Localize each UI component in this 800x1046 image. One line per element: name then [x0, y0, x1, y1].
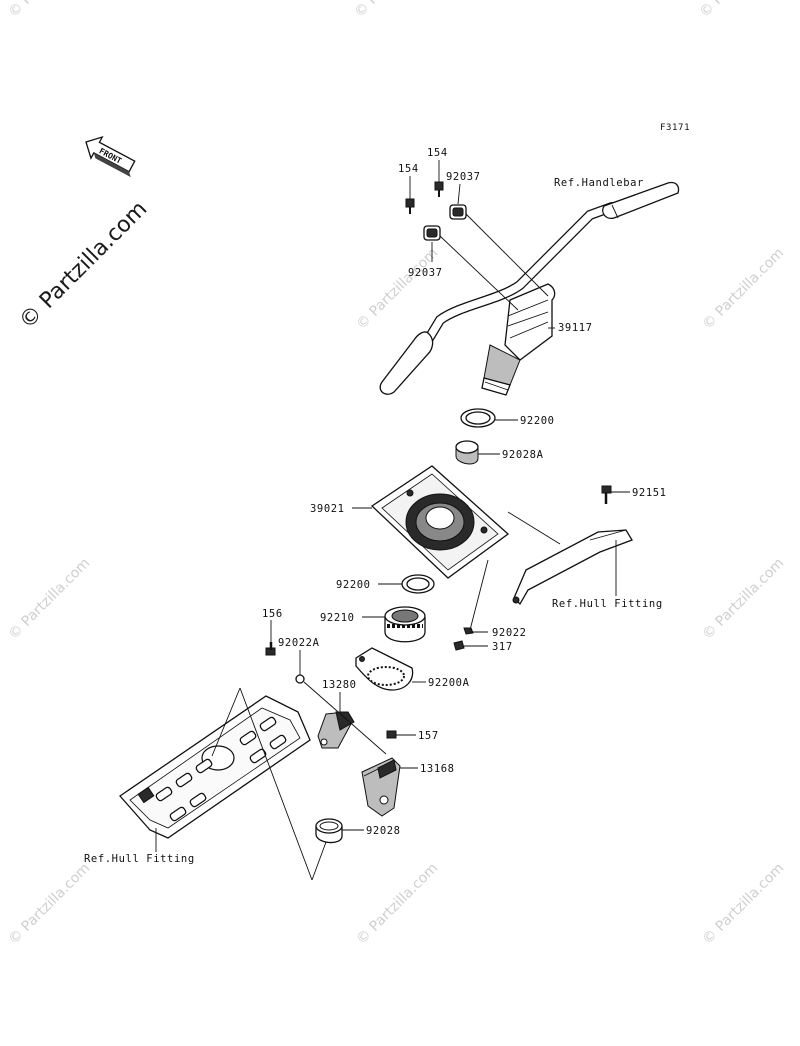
bolt-154-top — [434, 181, 444, 197]
watermark: © Partzilla.com — [354, 860, 442, 948]
watermark: © Partzilla.com — [6, 555, 94, 643]
label-92151: 92151 — [632, 487, 667, 499]
part-39117 — [481, 283, 556, 396]
watermark: © Partzilla.com — [6, 0, 94, 21]
label-92037-left: 92037 — [408, 267, 443, 279]
label-ref-hull-fitting-left: Ref.Hull Fitting — [84, 853, 195, 865]
clamp-92037-top — [449, 204, 467, 220]
label-92028A: 92028A — [502, 449, 544, 461]
label-154-top: 154 — [427, 147, 448, 159]
washer-92022A — [295, 674, 305, 684]
handlebar — [379, 181, 680, 395]
nut-317 — [453, 640, 465, 651]
label-ref-handlebar: Ref.Handlebar — [554, 177, 644, 189]
background-watermarks: © Partzilla.com © Partzilla.com © Partzi… — [6, 0, 788, 948]
label-13168: 13168 — [420, 763, 455, 775]
clamp-92037-left — [423, 225, 441, 241]
hull-fitting-right — [512, 529, 633, 606]
watermark: © Partzilla.com — [700, 860, 788, 948]
hull-fitting-left — [119, 695, 311, 839]
collar-92028 — [315, 818, 343, 844]
label-13280: 13280 — [322, 679, 357, 691]
figure-code: F3171 — [660, 123, 690, 133]
ring-92200-middle — [401, 574, 435, 594]
label-92022A: 92022A — [278, 637, 320, 649]
front-arrow-icon: FRONT — [85, 135, 136, 178]
label-92200A: 92200A — [428, 677, 470, 689]
partzilla-watermark: © Partzilla.com — [15, 197, 153, 335]
label-157: 157 — [418, 730, 439, 742]
bracket-13168 — [361, 757, 401, 817]
watermark: © Partzilla.com — [6, 860, 94, 948]
watermark: © Partzilla.com — [352, 0, 440, 21]
label-ref-hull-fitting-right: Ref.Hull Fitting — [552, 598, 663, 610]
collar-92028A — [455, 440, 479, 465]
label-92037-top: 92037 — [446, 171, 481, 183]
ring-92200-top — [460, 408, 496, 428]
leader-lines — [155, 160, 630, 881]
watermark: © Partzilla.com — [700, 245, 788, 333]
label-156: 156 — [262, 608, 283, 620]
bolt-154-left — [405, 198, 415, 214]
watermark: © Partzilla.com — [697, 0, 785, 21]
bolt-92151 — [601, 485, 612, 504]
cover-39021 — [370, 465, 510, 579]
nut-92022 — [463, 627, 474, 635]
plate-92200A — [355, 647, 414, 691]
label-92210: 92210 — [320, 612, 355, 624]
bolt-156 — [265, 642, 276, 656]
label-317: 317 — [492, 641, 513, 653]
arm-13280 — [317, 711, 355, 749]
label-92200-middle: 92200 — [336, 579, 371, 591]
part-labels: 154 154 92037 Ref.Handlebar 92037 39117 … — [84, 147, 667, 865]
label-92028: 92028 — [366, 825, 401, 837]
label-39021: 39021 — [310, 503, 345, 515]
label-154-left: 154 — [398, 163, 419, 175]
watermark: © Partzilla.com — [700, 555, 788, 643]
bushing-92210 — [384, 606, 426, 643]
label-92022: 92022 — [492, 627, 527, 639]
label-92200-top: 92200 — [520, 415, 555, 427]
watermark: © Partzilla.com — [354, 245, 442, 333]
bolt-157 — [386, 730, 397, 739]
label-39117: 39117 — [558, 322, 593, 334]
